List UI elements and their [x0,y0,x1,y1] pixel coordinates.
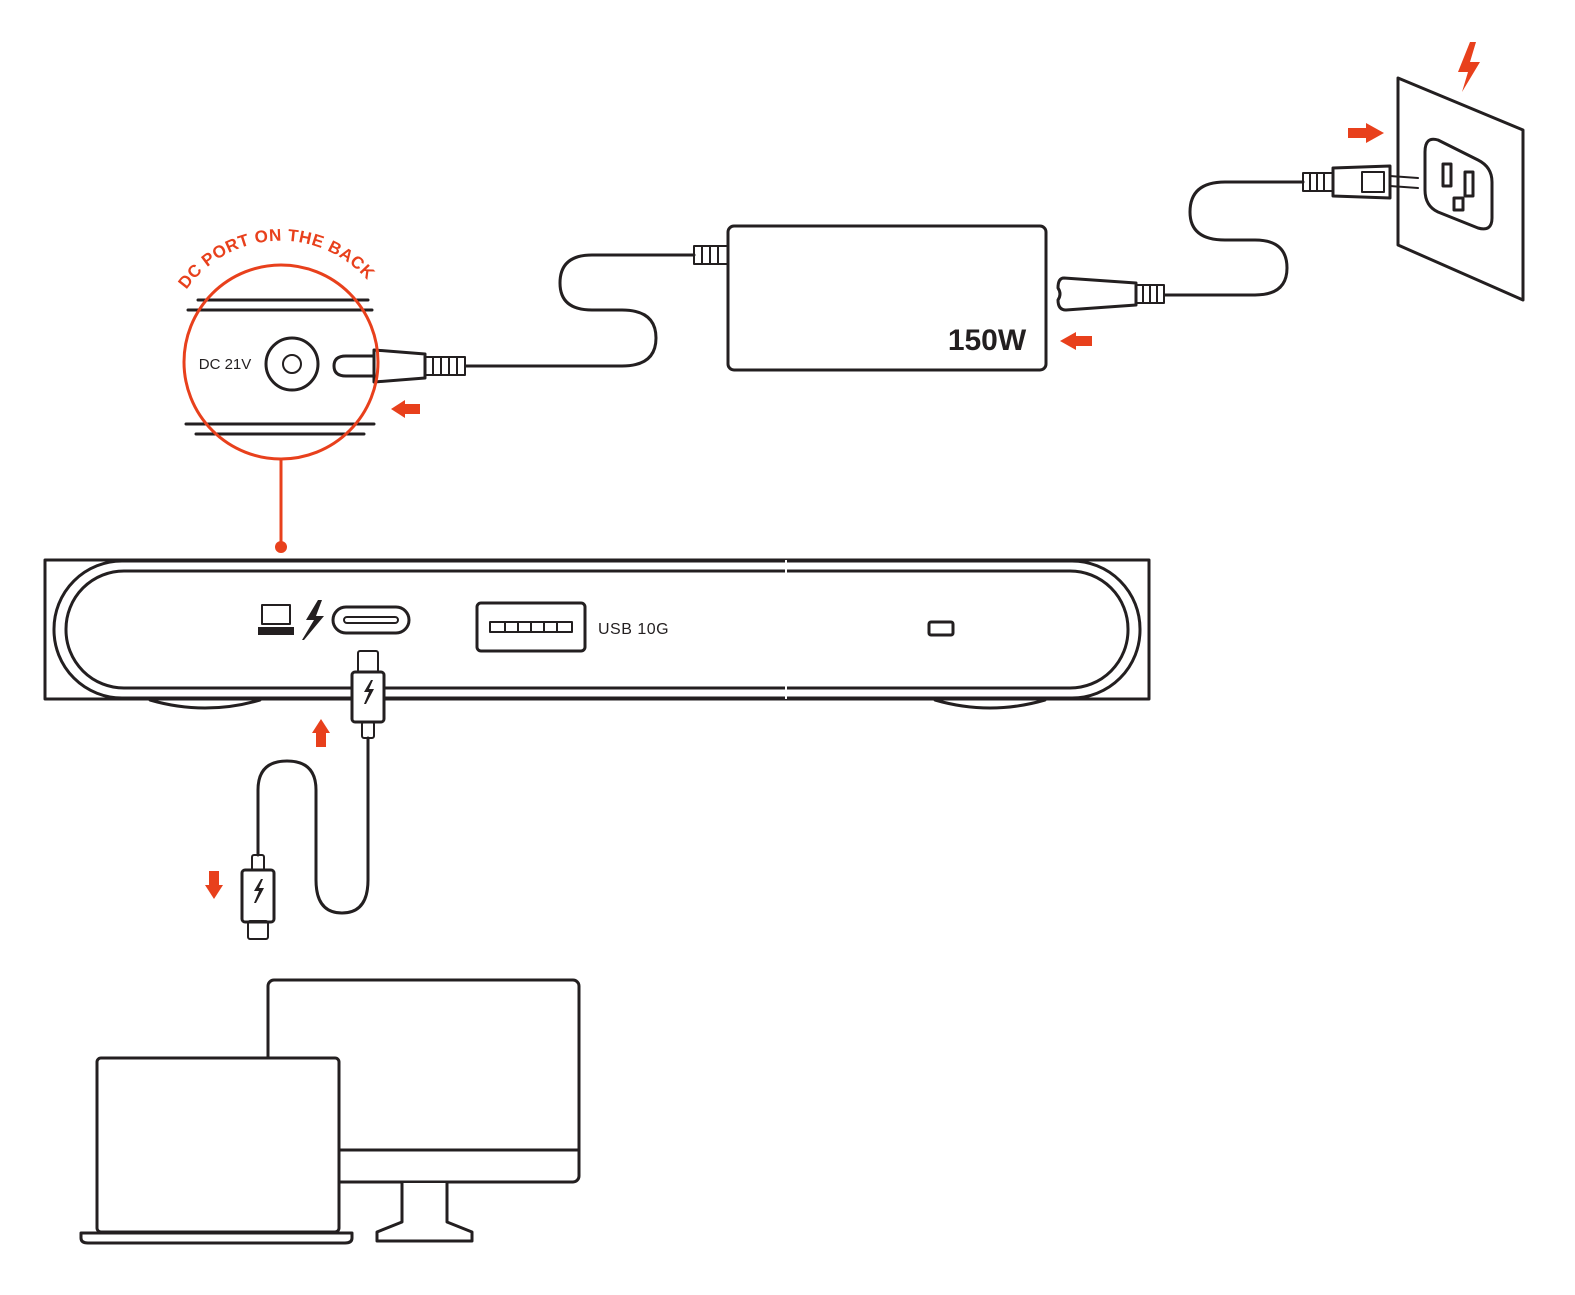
c5-plug-body [1056,276,1138,312]
outlet-slot-right [1463,170,1475,198]
status-led [927,620,955,637]
power-adapter: 150W [726,224,1048,372]
dock-foot-left [148,698,262,710]
arrow-icon [1060,332,1092,350]
dock-foot-right [933,698,1047,710]
thunderbolt-icon [364,680,374,704]
dc-plug-body [372,348,427,384]
arrow-icon [205,871,223,899]
thunderbolt-icon [254,879,264,903]
wall-outlet [1396,76,1525,302]
thunderbolt-icon [302,600,324,640]
outlet-face [1423,137,1494,231]
arrow-icon [312,719,330,747]
adapter-wattage-label: 150W [948,324,1027,357]
plug-prong-bottom [1389,185,1419,189]
dc-plug [332,348,466,384]
usb-c-port [331,605,411,635]
dock-body [43,558,1151,701]
outlet-slot-left [1441,162,1453,188]
cable-cord [256,736,370,915]
thunderbolt-cable [240,650,386,940]
adapter-dc-strain-relief [693,245,729,265]
dock: USB 10G [43,558,1151,710]
callout-title: DC PORT ON THE BACK [174,226,378,293]
ac-cord [1163,180,1305,297]
callout-leader-dot [275,541,287,553]
laptop-icon [258,604,294,635]
ac-wall-plug [1302,164,1419,200]
plug-prong-top [1389,175,1419,179]
dc-port-inner [282,354,302,374]
arrow-icon [391,400,420,418]
adapter-brick [726,224,1048,372]
usb-a-port [475,601,587,653]
dc-cord [464,253,696,368]
callout-title-text: DC PORT ON THE BACK [174,226,378,293]
dc-port-callout: DC 21V DC PORT ON THE BACK [174,226,380,553]
outlet-ground-hole [1452,196,1465,212]
dc-plug-strain-relief [424,356,466,376]
wall-plate [1396,76,1525,302]
dc-voltage-label: DC 21V [199,356,252,373]
arrow-icon [1348,123,1384,143]
adapter-ac-plug [1056,276,1165,312]
plug-detail [1361,171,1385,193]
usb-port-label: USB 10G [598,621,669,638]
cable-tip-lower [247,920,269,940]
laptop-lid [95,1056,341,1234]
lightning-bolt-icon [1458,42,1480,92]
laptop-base [79,1231,354,1245]
dock-front-outer [52,559,1142,700]
laptop [79,1056,354,1245]
dc-port-outer [264,336,320,392]
monitor-stand [375,1183,474,1243]
dock-front-panel [64,569,1130,690]
dc-plug-tip [332,354,376,378]
